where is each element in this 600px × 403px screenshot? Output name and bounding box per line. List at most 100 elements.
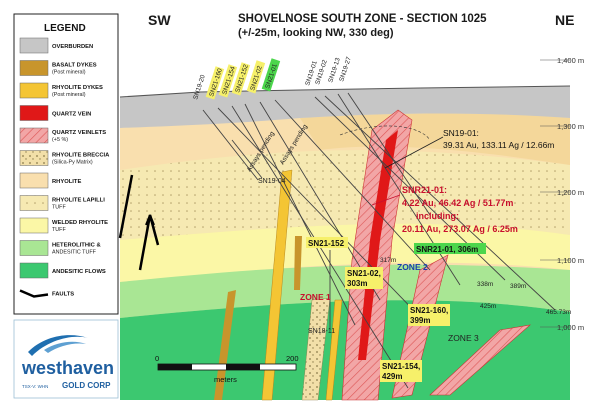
- elevation-1400: 1,400 m: [557, 56, 584, 65]
- elevation-axis: 1,400 m 1,300 m 1,200 m 1,100 m 1,000 m: [540, 56, 584, 332]
- depth-338m: 338m: [477, 281, 493, 288]
- legend-item-sublabel: (Post mineral): [52, 70, 86, 76]
- legend-title: LEGEND: [44, 23, 86, 34]
- fault-1: [118, 174, 134, 239]
- topography-line: [119, 85, 571, 98]
- rhyolite-dyke-1: [261, 169, 293, 401]
- legend-swatch: [19, 262, 49, 279]
- hole-label-sn21-152: SN21-152: [308, 239, 345, 248]
- scale-unit: meters: [214, 375, 237, 384]
- legend-swatch: [19, 127, 49, 144]
- bearing-ne: NE: [555, 12, 574, 28]
- zone-3-label: ZONE 3: [448, 333, 479, 343]
- legend-item-label: OVERBURDEN: [52, 44, 93, 50]
- legend-swatch: [19, 37, 49, 54]
- drill-trace-sn19-02: [324, 95, 556, 311]
- hole-label-sn21-02-line2: 303m: [347, 279, 367, 288]
- legend-item-sublabel: TUFF: [52, 205, 66, 211]
- lapilli-tuff-unit: [120, 150, 570, 240]
- hole-label-sn21-154-line1: SN21-154,: [382, 362, 420, 371]
- legend-swatch-faults: [19, 289, 49, 298]
- legend-item-label: FAULTS: [52, 292, 74, 298]
- elevation-1200: 1,200 m: [557, 188, 584, 197]
- depth-425m: 425m: [480, 303, 496, 310]
- legend-item-sublabel: TUFF: [52, 227, 66, 233]
- elevation-1000: 1,000 m: [557, 323, 584, 332]
- welded-tuff-unit: [120, 223, 570, 282]
- intercept-sn19-01-title: SN19-01:: [443, 128, 479, 138]
- drill-holes: [202, 92, 556, 389]
- drill-trace-sn21-160: [217, 107, 426, 323]
- legend-item-label: RHYOLITE LAPILLI: [52, 198, 105, 204]
- legend-item-sublabel: (Post mineral): [52, 92, 86, 98]
- legend-swatch: [19, 240, 49, 256]
- legend-item-label: QUARTZ VEIN: [52, 112, 91, 118]
- breccia-body: [301, 297, 331, 401]
- legend-swatch: [19, 60, 49, 76]
- legend-item-label: ANDESITIC FLOWS: [52, 269, 106, 275]
- rhyolite-upper-unit: [300, 113, 570, 165]
- hole-label-sn18-11: SN18-11: [308, 328, 335, 335]
- elevation-1300: 1,300 m: [557, 122, 584, 131]
- quartz-vein: [358, 130, 398, 360]
- legend-swatch: [19, 105, 49, 121]
- drill-trace-sn19-04: [231, 139, 263, 179]
- basalt-dyke-1: [214, 290, 236, 400]
- westhaven-logo: westhaven GOLD CORP TSX-V: WHN: [13, 319, 119, 399]
- legend-swatch: [19, 217, 49, 234]
- legend-item-label: RHYOLITE BRECCIA: [52, 153, 110, 159]
- hole-label-sn21-01: SNR21-01, 306m: [416, 245, 478, 254]
- hole-label-sn21-154-line2: 429m: [382, 372, 402, 381]
- intercept-sn21-01-title: SNR21-01:: [402, 185, 447, 195]
- legend-item-label: RHYOLITE: [52, 179, 81, 185]
- intercept-including-label: including:: [416, 211, 459, 221]
- rhyolite-dyke-2: [325, 299, 343, 401]
- legend-item-label: BASALT DYKES: [52, 63, 97, 69]
- drill-trace-sn21-01: [274, 99, 431, 271]
- legend-swatch: [19, 82, 49, 99]
- logo-name: westhaven: [21, 358, 114, 378]
- hole-label-sn21-160-line1: SN21-160,: [410, 306, 448, 315]
- basalt-dyke-2: [294, 236, 302, 290]
- depth-389m: 389m: [510, 283, 526, 290]
- zone-2-label: ZONE 2: [397, 262, 428, 272]
- zone-1-label: ZONE 1: [300, 292, 331, 302]
- overburden-unit: [120, 86, 570, 128]
- scale-bar: 0 200 meters: [155, 354, 299, 384]
- figure-title: SHOVELNOSE SOUTH ZONE - SECTION 1025: [238, 13, 487, 25]
- depth-465-73m: 465.73m: [546, 309, 571, 316]
- figure-subtitle: (+/-25m, looking NW, 330 deg): [238, 27, 394, 39]
- fault-arrow: [145, 214, 155, 226]
- drill-trace-sn19-27: [347, 92, 431, 216]
- veinlets-zone-lower: [429, 324, 531, 396]
- legend-swatch: [19, 172, 49, 189]
- intercept-sn21-01-value: 4.22 Au, 46.42 Ag / 51.77m: [402, 198, 513, 208]
- hole-label-sn21-160-line2: 399m: [410, 316, 430, 325]
- drill-trace-sn19-20: [202, 109, 259, 181]
- hole-label-sn19-04: SN19-04: [258, 178, 286, 185]
- legend-item-label: WELDED RHYOLITE: [52, 220, 108, 226]
- legend-item-label: HETEROLITHIC &: [52, 243, 101, 249]
- logo-sub: GOLD CORP: [62, 381, 111, 390]
- intercept-including-value: 20.11 Au, 273.07 Ag / 6.25m: [402, 224, 518, 234]
- legend-item-sublabel: (Silica-Py Matrix): [52, 160, 93, 166]
- elevation-1100: 1,100 m: [557, 256, 584, 265]
- scale-max: 200: [286, 354, 299, 363]
- legend-item-sublabel: ANDESITIC TUFF: [52, 250, 97, 256]
- logo-ticker: TSX-V: WHN: [22, 384, 48, 389]
- hole-label-sn21-02-line1: SN21-02,: [347, 269, 381, 278]
- scale-zero: 0: [155, 354, 159, 363]
- drill-trace-sn21-152: [244, 103, 356, 326]
- zone-outline: [339, 125, 431, 141]
- bearing-sw: SW: [148, 12, 171, 28]
- depth-317m: 317m: [380, 257, 396, 264]
- legend-item-label: RHYOLITE DYKES: [52, 85, 103, 91]
- intercept-sn19-01-value: 39.31 Au, 133.11 Ag / 12.66m: [443, 140, 554, 150]
- legend-item-label: QUARTZ VEINLETS: [52, 130, 106, 136]
- legend-swatch: [19, 195, 49, 211]
- legend-item-sublabel: (+5 %): [52, 137, 68, 143]
- legend-swatch: [19, 150, 49, 166]
